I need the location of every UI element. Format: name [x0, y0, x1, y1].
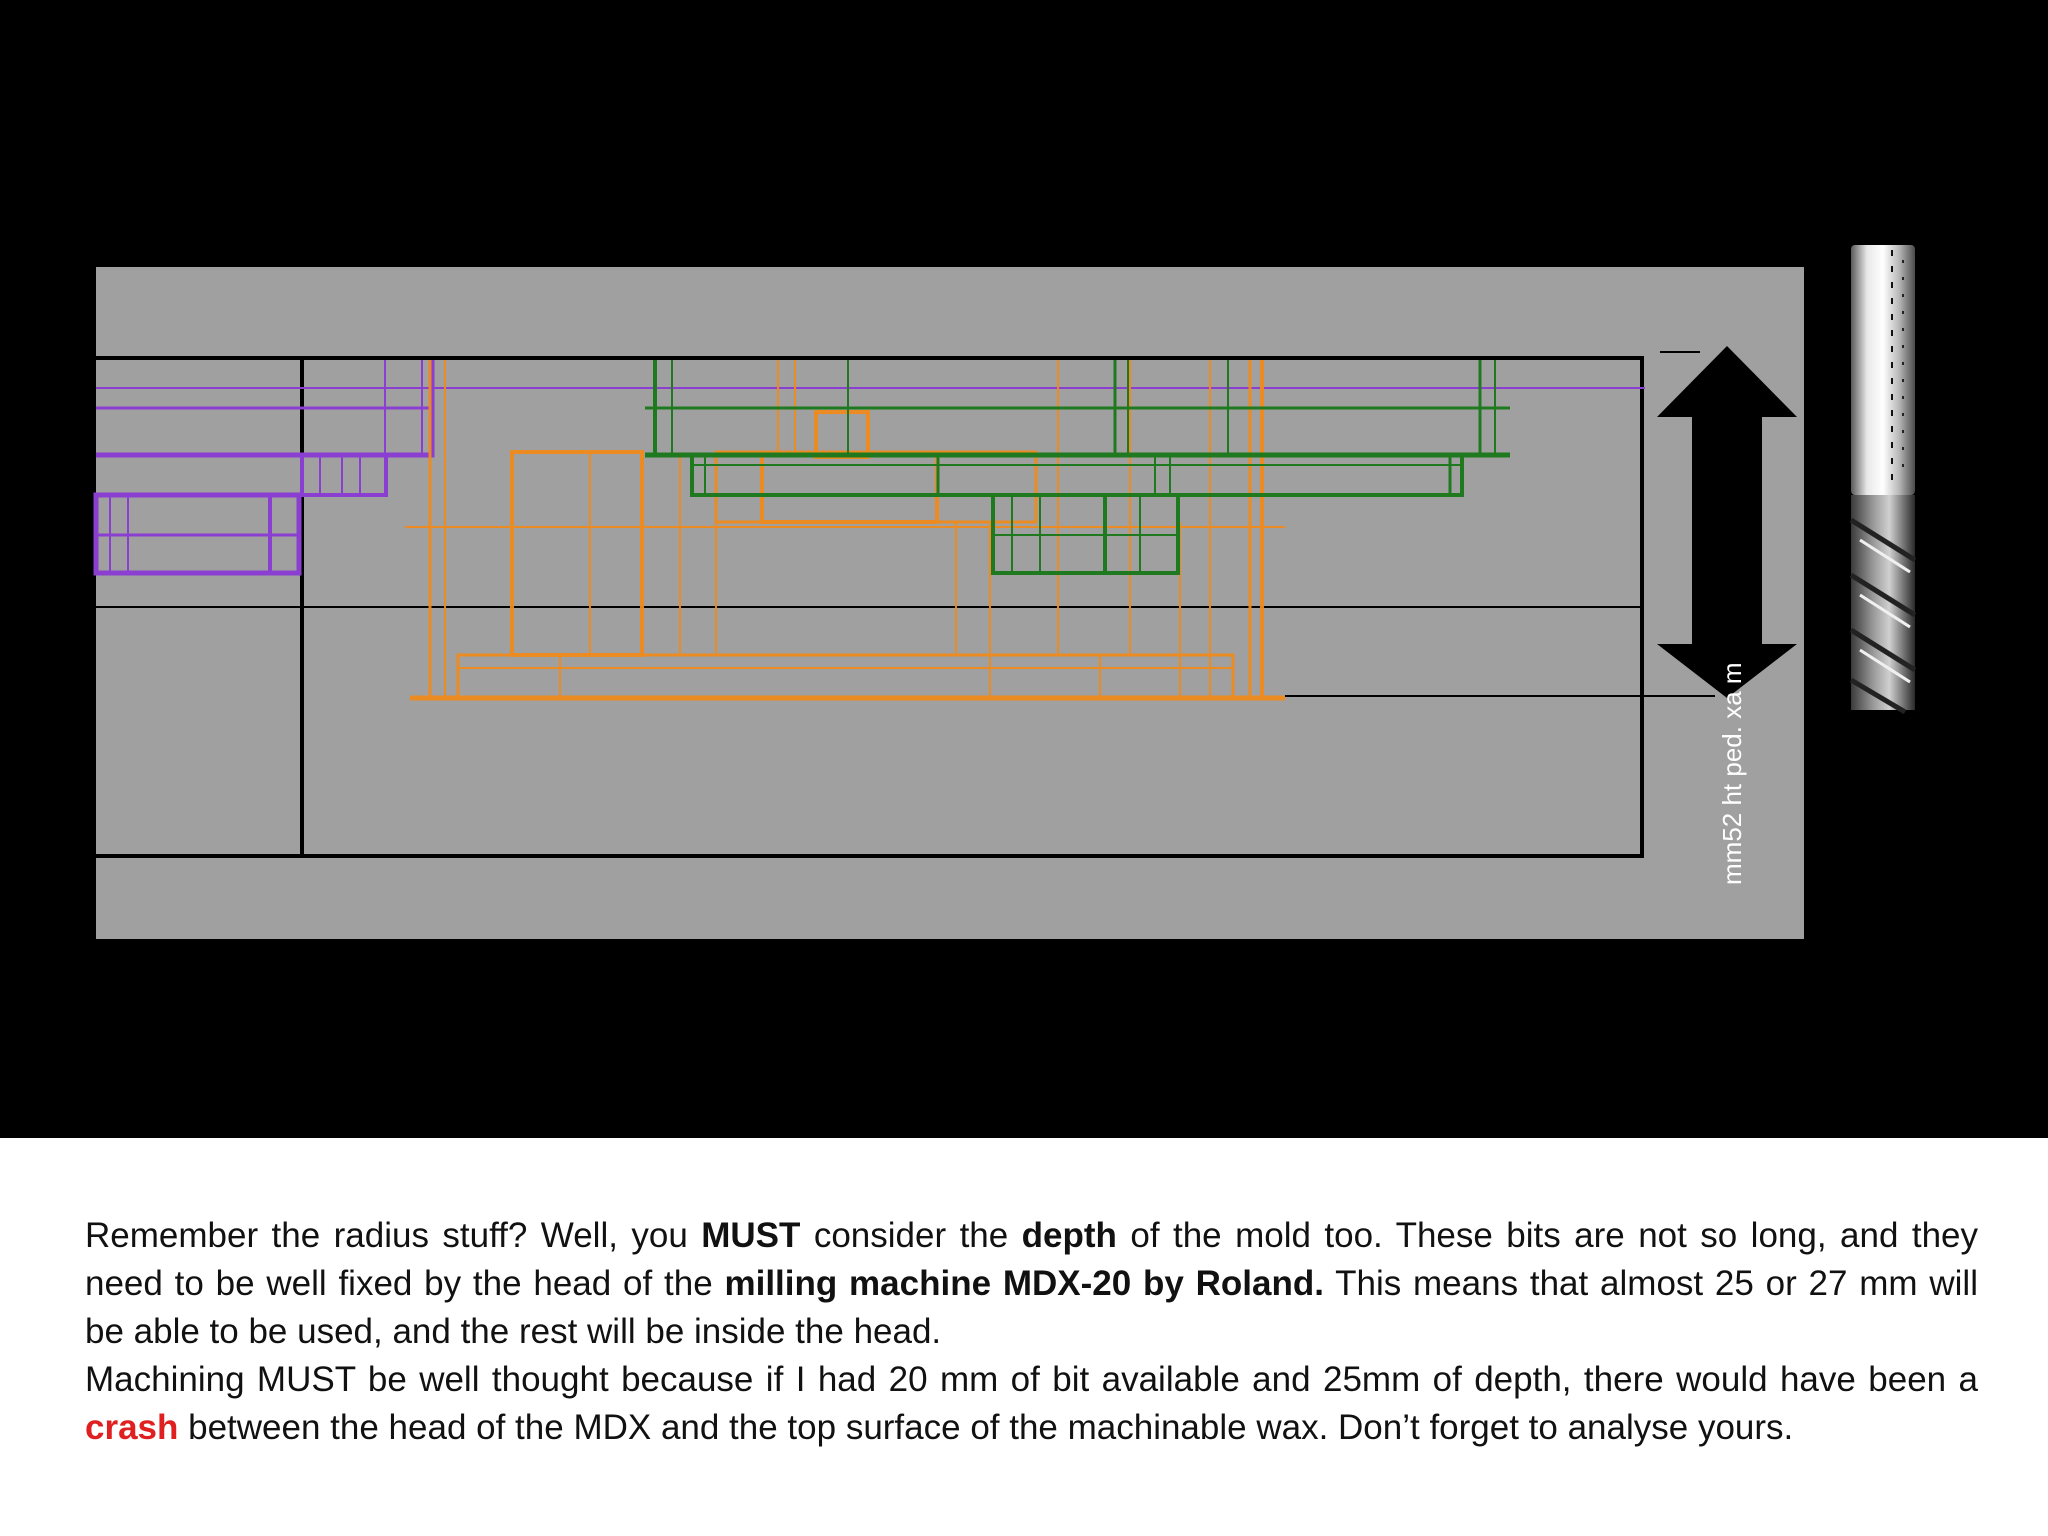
- depth-label: mm52 ht ped. xa m: [1717, 662, 1747, 885]
- caption-emphasis-must: MUST: [701, 1216, 801, 1255]
- caption-paragraph-2: Machining MUST be well thought because i…: [85, 1356, 1978, 1452]
- caption-text-run: Remember the radius stuff? Well, you: [85, 1216, 702, 1255]
- mold-outline: [96, 351, 1715, 858]
- caption-emphasis-depth: depth: [1021, 1216, 1117, 1255]
- gray-panel: [96, 267, 1804, 939]
- caption-crash-word: crash: [85, 1408, 179, 1447]
- caption-text: Remember the radius stuff? Well, you MUS…: [85, 1212, 1978, 1452]
- green-part: [645, 360, 1510, 575]
- mold-diagram: mm52 ht ped. xa m: [93, 245, 1917, 939]
- caption-emphasis-machine: milling machine MDX-20 by Roland.: [724, 1264, 1324, 1303]
- caption-text-run: Machining MUST be well thought because i…: [85, 1360, 1978, 1399]
- depth-arrow: [1657, 346, 1797, 698]
- end-mill-bit-image: [1849, 245, 1917, 715]
- caption-text-run: consider the: [800, 1216, 1022, 1255]
- caption-text-run: This means that almost 25 or 27 mm will …: [85, 1264, 1978, 1351]
- caption-text-run: between the head of the MDX and the top …: [178, 1408, 1794, 1447]
- caption-paragraph-1: Remember the radius stuff? Well, you MUS…: [85, 1212, 1978, 1356]
- purple-part: [93, 360, 1645, 576]
- caption-text-run: of the mold too. These bits are not so l…: [85, 1216, 1978, 1303]
